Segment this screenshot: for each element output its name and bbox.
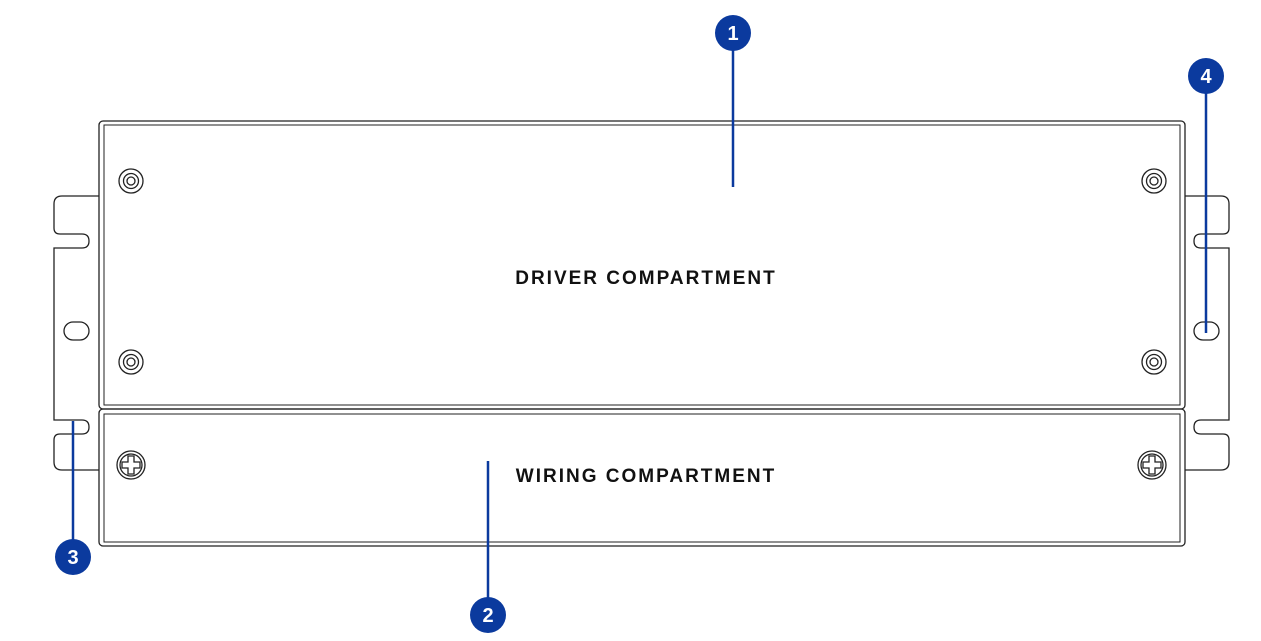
socket-cap-screw-icon xyxy=(1141,349,1167,375)
phillips-screw-icon xyxy=(1137,450,1167,480)
callout-3: 3 xyxy=(55,539,91,575)
wiring-compartment xyxy=(98,408,1186,547)
left-mounting-bracket xyxy=(53,195,99,471)
svg-text:1: 1 xyxy=(727,23,738,45)
svg-text:2: 2 xyxy=(482,605,493,627)
callout-2: 2 xyxy=(470,597,506,633)
driver-compartment xyxy=(98,120,1186,410)
wiring-compartment-label: WIRING COMPARTMENT xyxy=(516,466,776,487)
socket-cap-screw-icon xyxy=(1141,168,1167,194)
socket-cap-screw-icon xyxy=(118,349,144,375)
callout-1: 1 xyxy=(715,15,751,51)
driver-compartment-label: DRIVER COMPARTMENT xyxy=(515,268,777,289)
callout-4: 4 xyxy=(1188,58,1224,94)
socket-cap-screw-icon xyxy=(118,168,144,194)
svg-text:4: 4 xyxy=(1200,66,1212,88)
svg-text:3: 3 xyxy=(67,547,78,569)
phillips-screw-icon xyxy=(116,450,146,480)
